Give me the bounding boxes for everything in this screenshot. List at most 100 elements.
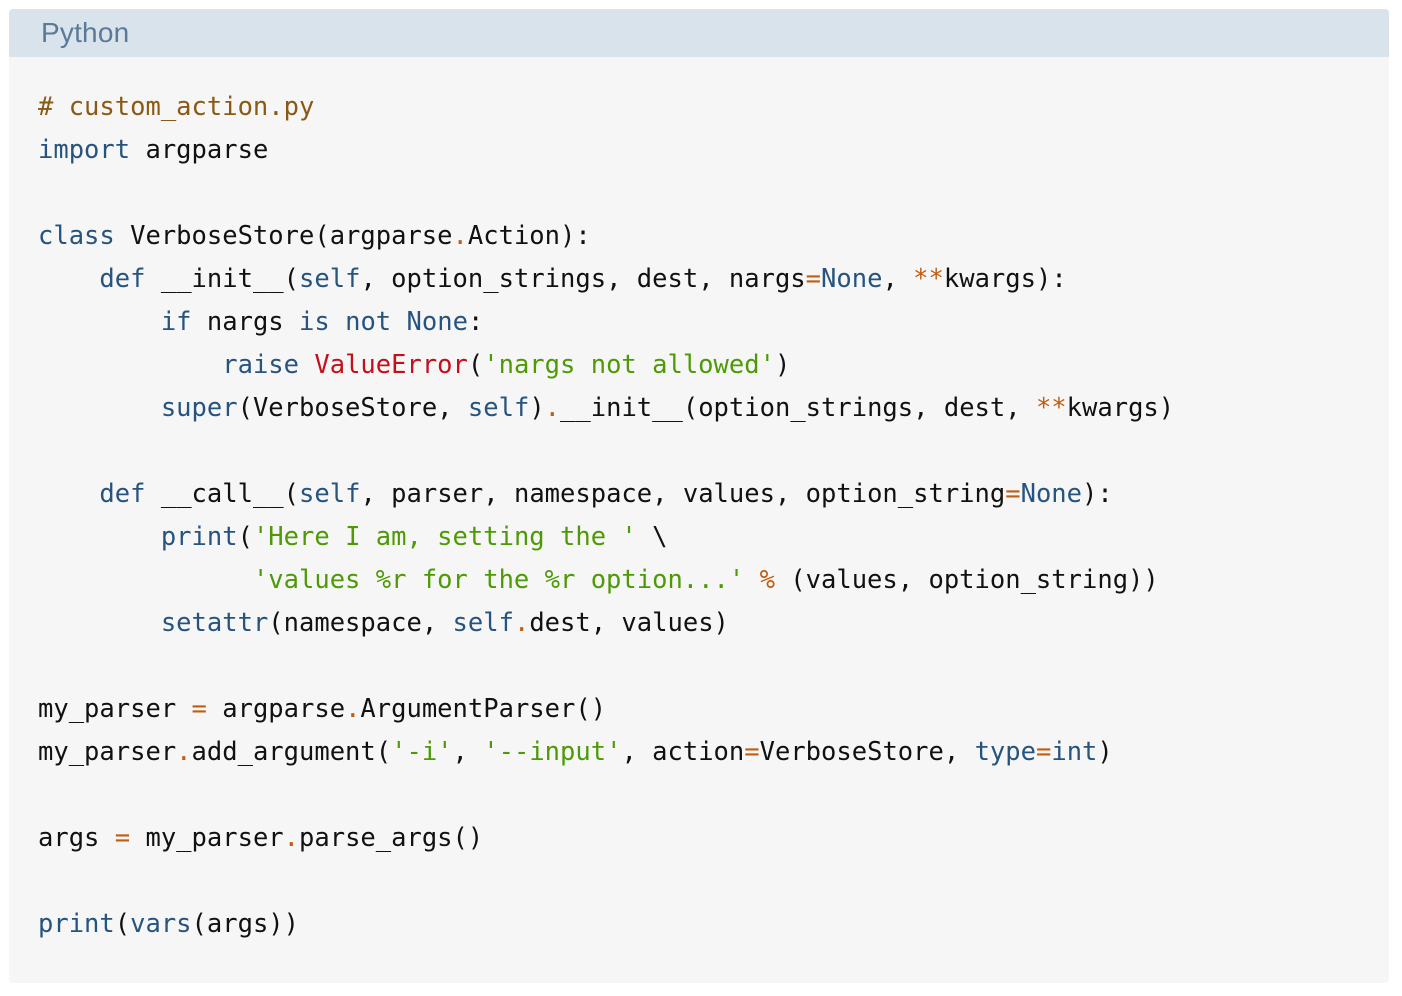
code-token-keyword: not bbox=[345, 307, 392, 337]
code-token-plain: , option_strings, dest, nargs bbox=[360, 264, 806, 294]
code-line: raise ValueError('nargs not allowed') bbox=[38, 344, 1389, 387]
code-token-operator: = bbox=[1035, 737, 1052, 767]
code-token-plain: VerboseStore(argparse bbox=[114, 221, 453, 251]
code-token-operator: ** bbox=[1035, 393, 1067, 423]
code-token-plain: \ bbox=[636, 522, 668, 552]
code-token-plain: ArgumentParser() bbox=[360, 694, 607, 724]
code-token-builtin: self bbox=[467, 393, 530, 423]
code-token-plain bbox=[38, 565, 253, 595]
code-token-builtin: setattr bbox=[160, 608, 269, 638]
code-token-operator: . bbox=[176, 737, 192, 767]
code-token-plain: argparse bbox=[206, 694, 346, 724]
code-token-keyword: if bbox=[160, 307, 192, 337]
code-token-plain: ( bbox=[467, 350, 484, 380]
code-token-plain: ) bbox=[529, 393, 545, 423]
code-token-plain: my_parser bbox=[38, 737, 177, 767]
code-token-keyword: import bbox=[38, 135, 131, 165]
code-token-operator: . bbox=[283, 823, 300, 853]
code-token-plain: kwargs) bbox=[1066, 393, 1175, 423]
code-token-keyword: class bbox=[38, 221, 115, 251]
code-token-plain: my_parser bbox=[130, 823, 284, 853]
code-token-plain: ) bbox=[774, 350, 791, 380]
code-line: setattr(namespace, self.dest, values) bbox=[38, 602, 1389, 645]
code-token-keyword: raise bbox=[222, 350, 299, 380]
code-block-header: Python bbox=[9, 9, 1389, 57]
code-token-plain bbox=[38, 307, 161, 337]
code-token-plain: argparse bbox=[130, 135, 269, 165]
code-line: my_parser.add_argument('-i', '--input', … bbox=[38, 731, 1389, 774]
code-line: args = my_parser.parse_args() bbox=[38, 817, 1389, 860]
code-line: import argparse bbox=[38, 129, 1389, 172]
code-token-plain: , action bbox=[621, 737, 745, 767]
code-token-string: '-i' bbox=[391, 737, 453, 767]
code-token-operator: . bbox=[345, 694, 361, 724]
code-token-plain: nargs bbox=[191, 307, 300, 337]
code-token-plain bbox=[38, 264, 99, 294]
code-token-plain: my_parser bbox=[38, 694, 192, 724]
code-token-plain: __call__( bbox=[145, 479, 300, 509]
code-token-builtin: None bbox=[821, 264, 883, 294]
code-token-builtin: print bbox=[160, 522, 238, 552]
code-line bbox=[38, 774, 1389, 817]
code-token-plain: (namespace, bbox=[268, 608, 453, 638]
code-token-operator: . bbox=[544, 393, 561, 423]
code-token-plain bbox=[38, 608, 161, 638]
code-token-plain bbox=[38, 522, 161, 552]
code-token-plain: ( bbox=[114, 909, 131, 939]
code-token-plain: __init__( bbox=[145, 264, 300, 294]
code-token-plain: : bbox=[467, 307, 484, 337]
code-token-string: 'Here I am, setting the ' bbox=[252, 522, 637, 552]
code-token-plain: ( bbox=[237, 522, 253, 552]
code-token-builtin: int bbox=[1051, 737, 1098, 767]
code-token-plain bbox=[299, 350, 314, 380]
code-token-plain: , bbox=[882, 264, 914, 294]
code-line: print('Here I am, setting the ' \ bbox=[38, 516, 1389, 559]
code-token-plain: VerboseStore, bbox=[759, 737, 975, 767]
code-line bbox=[38, 430, 1389, 473]
code-line: 'values %r for the %r option...' % (valu… bbox=[38, 559, 1389, 602]
code-line bbox=[38, 172, 1389, 215]
code-line: def __call__(self, parser, namespace, va… bbox=[38, 473, 1389, 516]
code-token-plain: Action): bbox=[467, 221, 591, 251]
code-token-comment: # custom_action.py bbox=[38, 92, 315, 122]
code-token-plain: (args)) bbox=[191, 909, 300, 939]
code-token-plain: kwargs): bbox=[943, 264, 1067, 294]
code-line: # custom_action.py bbox=[38, 86, 1389, 129]
code-token-builtin: self bbox=[299, 479, 361, 509]
code-token-plain bbox=[38, 479, 99, 509]
code-token-plain: dest, values) bbox=[529, 608, 729, 638]
code-token-plain: parse_args() bbox=[299, 823, 484, 853]
code-line: super(VerboseStore, self).__init__(optio… bbox=[38, 387, 1389, 430]
code-token-operator: ** bbox=[913, 264, 944, 294]
code-token-builtin: vars bbox=[130, 909, 192, 939]
code-token-plain: (VerboseStore, bbox=[237, 393, 468, 423]
code-token-string: 'nargs not allowed' bbox=[483, 350, 775, 380]
code-token-plain: add_argument( bbox=[191, 737, 392, 767]
code-token-operator: . bbox=[513, 608, 530, 638]
code-token-builtin: None bbox=[1020, 479, 1083, 509]
code-token-builtin: type bbox=[974, 737, 1036, 767]
code-token-builtin: None bbox=[406, 307, 468, 337]
code-token-operator: . bbox=[452, 221, 468, 251]
language-label: Python bbox=[41, 17, 130, 48]
code-token-plain: , parser, namespace, values, option_stri… bbox=[360, 479, 1006, 509]
code-token-plain: args bbox=[38, 823, 115, 853]
code-line bbox=[38, 645, 1389, 688]
code-token-plain bbox=[330, 307, 345, 337]
code-token-builtin: print bbox=[38, 909, 115, 939]
code-line: my_parser = argparse.ArgumentParser() bbox=[38, 688, 1389, 731]
code-token-operator: = bbox=[191, 694, 207, 724]
code-line: if nargs is not None: bbox=[38, 301, 1389, 344]
code-token-plain bbox=[391, 307, 406, 337]
code-line bbox=[38, 860, 1389, 903]
code-token-plain: ): bbox=[1082, 479, 1113, 509]
code-token-operator: = bbox=[1005, 479, 1021, 509]
code-token-plain: , bbox=[452, 737, 484, 767]
code-token-plain bbox=[38, 393, 161, 423]
code-token-string: 'values %r for the %r option...' bbox=[252, 565, 745, 595]
code-token-operator: = bbox=[744, 737, 760, 767]
code-token-plain: (values, option_string)) bbox=[774, 565, 1159, 595]
code-token-plain bbox=[744, 565, 759, 595]
